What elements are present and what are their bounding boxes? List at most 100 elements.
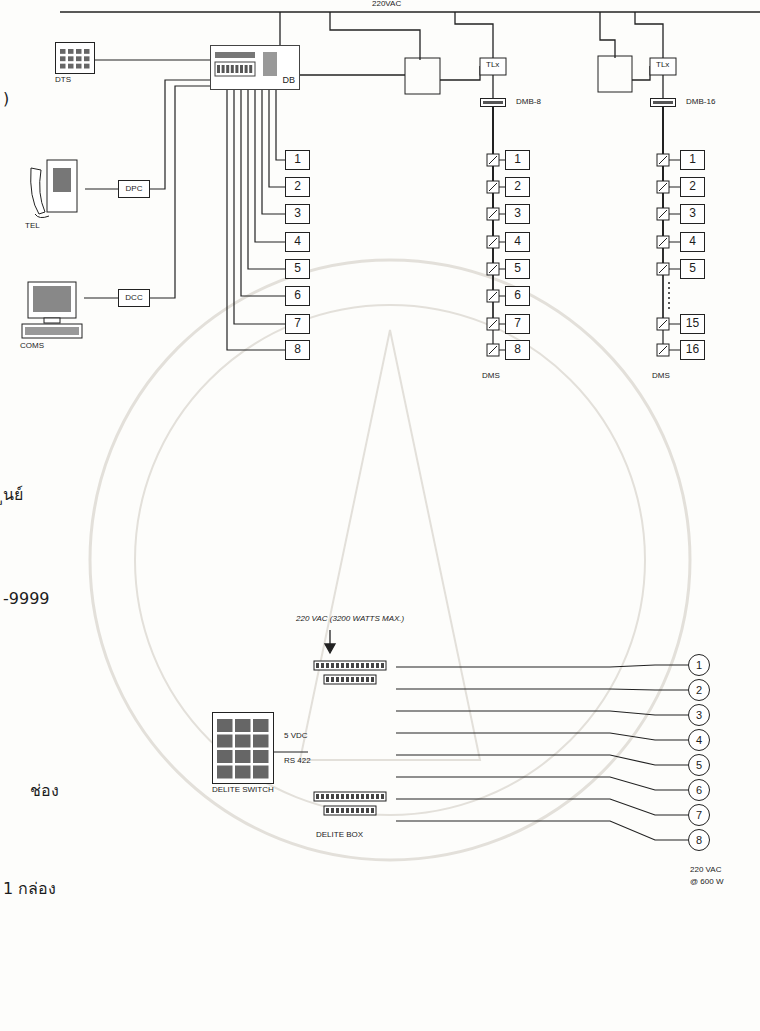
drawing-stroke bbox=[215, 52, 255, 58]
drawing-stroke bbox=[657, 318, 669, 330]
connector bbox=[274, 751, 308, 752]
connector bbox=[663, 107, 680, 242]
node-text: DMB-16 bbox=[686, 98, 715, 107]
node-text: 7 bbox=[696, 809, 702, 821]
connector bbox=[248, 90, 285, 269]
drawing-stroke bbox=[598, 56, 632, 92]
drawing-stroke bbox=[341, 663, 344, 668]
node-text: DTS bbox=[55, 76, 71, 85]
drawing-stroke bbox=[330, 12, 420, 60]
unit-label: TLx bbox=[486, 61, 499, 70]
node-text: 8 bbox=[294, 343, 301, 356]
node-text: 6 bbox=[294, 289, 301, 302]
cut-text: ช่อง bbox=[30, 782, 59, 800]
node-text: 3 bbox=[294, 207, 301, 220]
channel-box: 16 bbox=[680, 340, 705, 360]
drawing-stroke bbox=[371, 794, 374, 799]
drawing-stroke bbox=[492, 75, 493, 98]
drawing-stroke bbox=[405, 58, 440, 94]
drawing-stroke bbox=[25, 327, 79, 335]
drawing-stroke bbox=[366, 677, 369, 682]
channel-box: 3 bbox=[680, 204, 705, 224]
node-text: 5 bbox=[294, 262, 301, 275]
bus-bar bbox=[480, 98, 506, 107]
computer-icon: COMS bbox=[20, 280, 84, 351]
drawing-stroke bbox=[53, 168, 71, 192]
drawing-stroke bbox=[356, 794, 359, 799]
panel-drawing bbox=[308, 655, 396, 840]
drawing-stroke bbox=[314, 661, 386, 670]
drawing-stroke bbox=[324, 806, 376, 815]
channel-box: 3 bbox=[285, 204, 310, 224]
node-text: 5 bbox=[514, 262, 521, 275]
node-text: 6 bbox=[514, 289, 521, 302]
connector bbox=[255, 90, 285, 242]
drawing-stroke bbox=[668, 297, 670, 299]
drawing-stroke bbox=[84, 49, 90, 54]
drawing-stroke bbox=[253, 735, 269, 748]
node-text: 4 bbox=[514, 235, 521, 248]
drawing-stroke bbox=[235, 65, 238, 73]
drawing-stroke bbox=[325, 630, 335, 653]
drawing-stroke bbox=[489, 292, 497, 300]
drawing-stroke bbox=[249, 65, 252, 73]
signal-label: RS 422 bbox=[284, 757, 311, 766]
channel-box: 2 bbox=[680, 177, 705, 197]
drawing-stroke bbox=[659, 346, 667, 354]
node-text: 3 bbox=[696, 709, 702, 721]
drawing-stroke bbox=[60, 11, 760, 13]
drawing-stroke bbox=[326, 663, 329, 668]
drawing-stroke bbox=[253, 719, 269, 732]
node-text: DELITE SWITCH bbox=[212, 786, 274, 795]
drawing-stroke bbox=[253, 750, 269, 763]
drawing-stroke bbox=[668, 302, 670, 304]
drawing-stroke bbox=[331, 794, 334, 799]
drawing-stroke bbox=[489, 210, 497, 218]
drawing-stroke bbox=[84, 56, 90, 61]
channel-box: 7 bbox=[285, 314, 310, 334]
drawing-stroke bbox=[321, 794, 324, 799]
cut-text: 1 กล่อง bbox=[3, 880, 56, 898]
interface-box: DCC bbox=[118, 289, 150, 307]
distribution-box: DB bbox=[210, 45, 300, 90]
connector bbox=[663, 107, 680, 350]
lamp-output: 4 bbox=[688, 729, 710, 751]
node-text: 6 bbox=[696, 784, 702, 796]
drawing-stroke bbox=[668, 282, 670, 309]
drawing-stroke bbox=[487, 208, 499, 220]
drawing-stroke bbox=[235, 750, 251, 763]
drawing-stroke bbox=[336, 663, 339, 668]
drawing-stroke bbox=[600, 12, 615, 58]
node-text: 5 bbox=[696, 759, 702, 771]
drawing-stroke bbox=[325, 644, 335, 653]
node-text: 2 bbox=[696, 684, 702, 696]
drawing-stroke bbox=[361, 808, 364, 813]
drawing-stroke bbox=[56, 43, 95, 74]
channel-box: 2 bbox=[505, 177, 530, 197]
drawing-stroke bbox=[487, 318, 499, 330]
channel-box: 6 bbox=[505, 286, 530, 306]
drawing-stroke bbox=[366, 794, 369, 799]
node-text: 1 bbox=[294, 153, 301, 166]
drawing-stroke bbox=[336, 794, 339, 799]
node-text: 2 bbox=[514, 180, 521, 193]
drawing-stroke bbox=[217, 766, 233, 779]
drawing-stroke bbox=[31, 168, 45, 214]
drawing-stroke bbox=[659, 210, 667, 218]
connector bbox=[85, 188, 118, 189]
drawing-stroke bbox=[316, 663, 319, 668]
drawing-stroke bbox=[331, 677, 334, 682]
drawing-stroke bbox=[489, 265, 497, 273]
drawing-stroke bbox=[60, 64, 66, 69]
drawing-stroke bbox=[650, 58, 676, 75]
drawing-stroke bbox=[480, 58, 676, 75]
icon-drawing bbox=[212, 712, 274, 784]
drawing-stroke bbox=[662, 75, 663, 98]
drawing-stroke bbox=[487, 154, 499, 166]
connector bbox=[241, 90, 285, 296]
drawing-stroke bbox=[440, 66, 480, 80]
node-text: 1 bbox=[514, 153, 521, 166]
connector bbox=[396, 665, 688, 667]
